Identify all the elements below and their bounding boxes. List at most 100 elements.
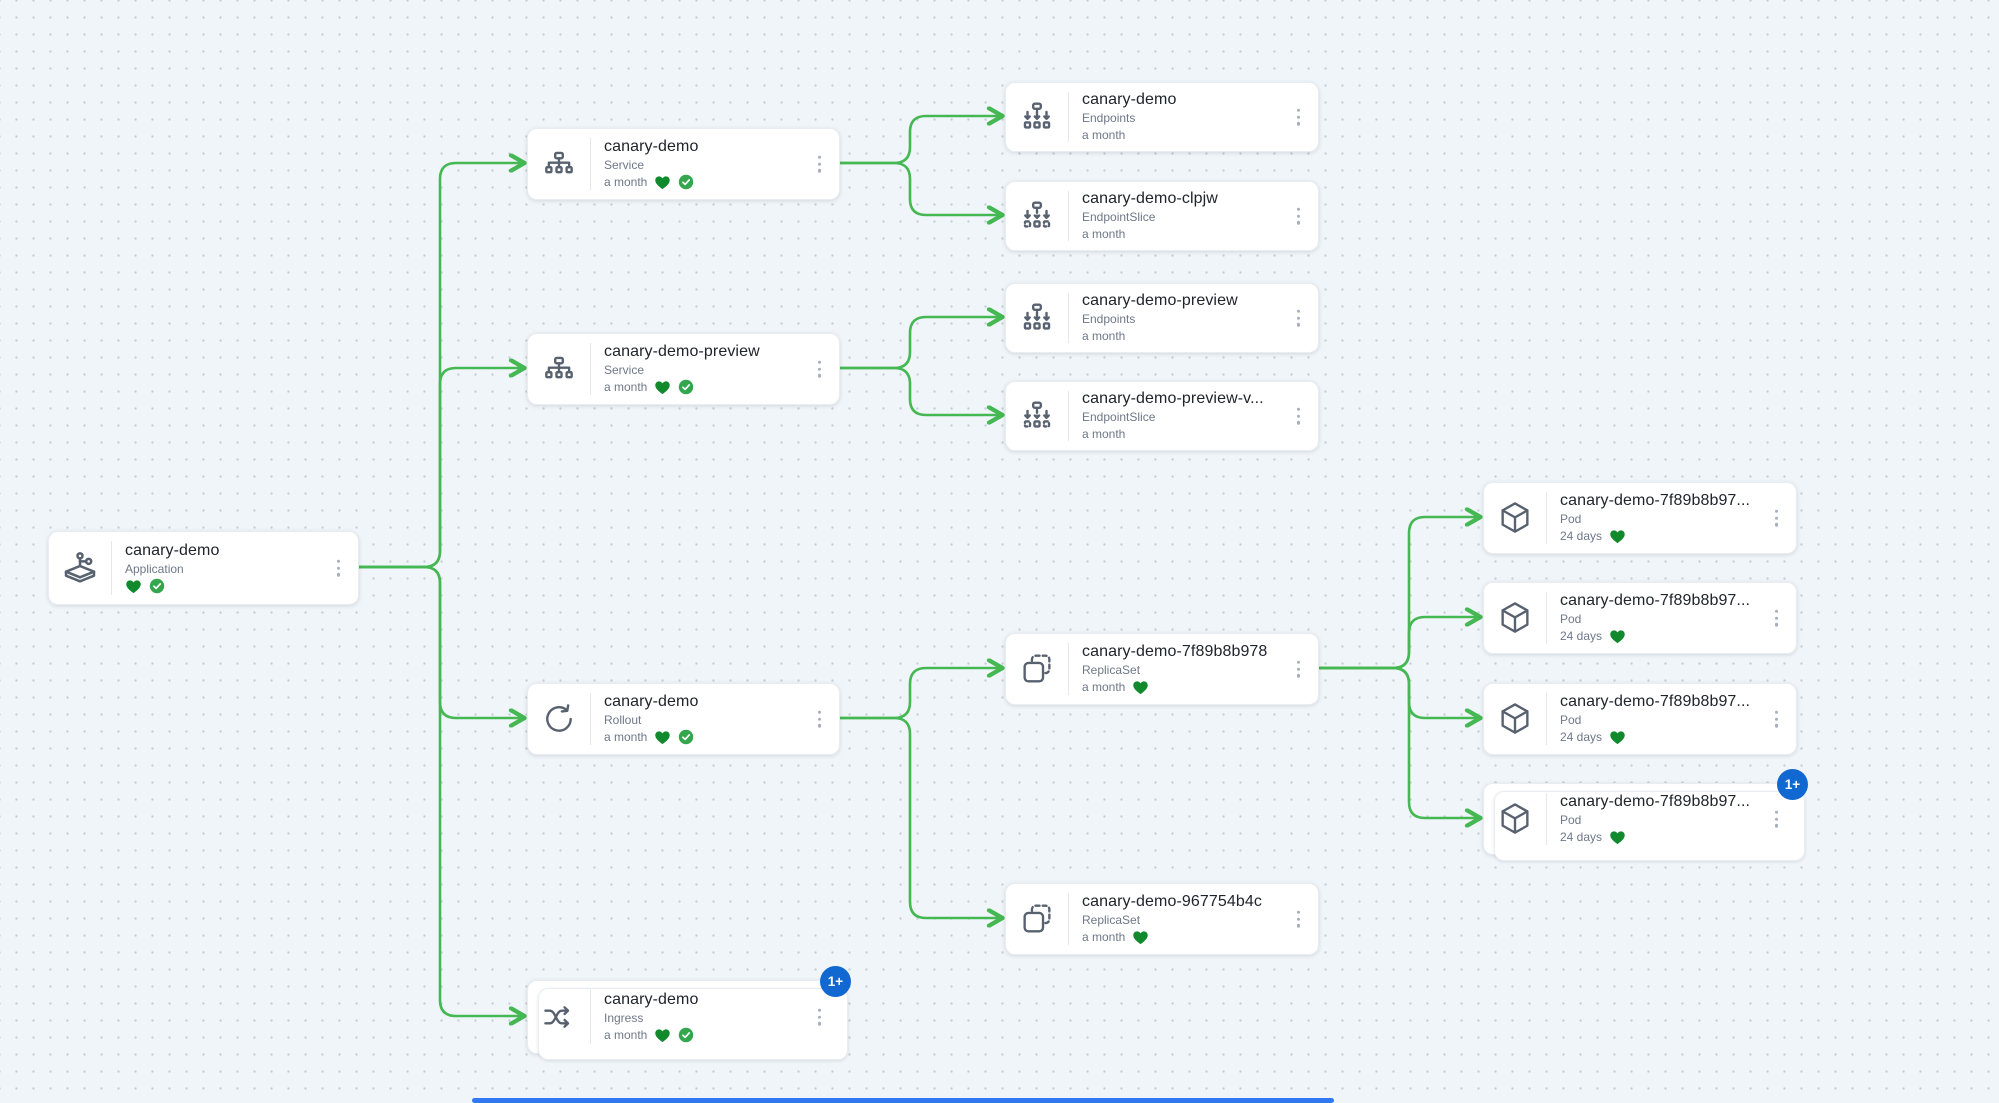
- node-menu-button[interactable]: [813, 1004, 826, 1031]
- node-menu-button[interactable]: [813, 706, 826, 733]
- pod-icon: [1484, 800, 1546, 838]
- divider: [1068, 643, 1069, 695]
- node-endpoints-canary-demo-preview[interactable]: canary-demo-preview Endpoints a month: [1005, 283, 1319, 353]
- node-title: canary-demo-clpjw: [1082, 189, 1218, 207]
- node-title: canary-demo-preview: [604, 342, 760, 360]
- divider: [1068, 191, 1069, 241]
- synced-check-icon: [678, 379, 694, 395]
- divider: [111, 541, 112, 595]
- node-kind: Application: [125, 561, 184, 576]
- node-pod-1[interactable]: canary-demo-7f89b8b97... Pod 24 days: [1483, 482, 1797, 554]
- node-age: a month: [1082, 329, 1126, 343]
- more-items-badge[interactable]: 1+: [1777, 769, 1808, 800]
- node-age: a month: [1082, 128, 1126, 142]
- node-kind: ReplicaSet: [1082, 662, 1141, 677]
- node-menu-button[interactable]: [1292, 104, 1305, 131]
- divider: [1068, 893, 1069, 945]
- healthy-heart-icon: [654, 1027, 671, 1043]
- endpointslice-icon: [1006, 197, 1068, 235]
- node-kind: Pod: [1560, 611, 1582, 626]
- node-menu-button[interactable]: [1770, 806, 1783, 833]
- node-body: canary-demo-7f89b8b97... Pod 24 days: [1547, 592, 1750, 645]
- node-ingress-canary-demo[interactable]: canary-demo Ingress a month 1+: [527, 966, 851, 1060]
- node-title: canary-demo-preview: [1082, 291, 1238, 309]
- horizontal-scrollbar-thumb[interactable]: [472, 1098, 1334, 1103]
- node-meta: 24 days: [1560, 829, 1750, 846]
- node-title: canary-demo-967754b4c: [1082, 892, 1262, 910]
- node-service-canary-demo-preview[interactable]: canary-demo-preview Service a month: [527, 333, 840, 405]
- node-kind: ReplicaSet: [1082, 912, 1141, 927]
- node-service-canary-demo[interactable]: canary-demo Service a month: [527, 128, 840, 200]
- node-menu-button[interactable]: [1292, 906, 1305, 933]
- node-menu-button[interactable]: [813, 356, 826, 383]
- node-body: canary-demo-7f89b8b97... Pod 24 days: [1547, 693, 1750, 746]
- node-menu-button[interactable]: [1770, 605, 1783, 632]
- replicaset-icon: [1006, 900, 1068, 938]
- node-kind: Endpoints: [1082, 311, 1136, 326]
- node-body: canary-demo Rollout a month: [591, 693, 698, 746]
- node-menu-button[interactable]: [813, 151, 826, 178]
- node-menu-button[interactable]: [1292, 203, 1305, 230]
- endpointslice-icon: [1006, 397, 1068, 435]
- divider: [590, 138, 591, 190]
- node-age: a month: [604, 1028, 648, 1042]
- more-items-badge[interactable]: 1+: [820, 966, 851, 997]
- healthy-heart-icon: [654, 379, 671, 395]
- healthy-heart-icon: [1609, 829, 1626, 845]
- healthy-heart-icon: [654, 174, 671, 190]
- node-title: canary-demo: [604, 692, 699, 710]
- node-menu-button[interactable]: [1292, 305, 1305, 332]
- node-age: 24 days: [1560, 830, 1603, 844]
- node-menu-button[interactable]: [1292, 656, 1305, 683]
- node-endpointslice-canary-demo-clpjw[interactable]: canary-demo-clpjw EndpointSlice a month: [1005, 181, 1319, 251]
- node-rollout-canary-demo[interactable]: canary-demo Rollout a month: [527, 683, 840, 755]
- divider: [1068, 92, 1069, 142]
- node-age: a month: [604, 380, 648, 394]
- node-replicaset-canary-demo-967754b4c[interactable]: canary-demo-967754b4c ReplicaSet a month: [1005, 883, 1319, 955]
- endpoints-icon: [1006, 299, 1068, 337]
- divider: [1068, 293, 1069, 343]
- node-pod-2[interactable]: canary-demo-7f89b8b97... Pod 24 days: [1483, 582, 1797, 654]
- divider: [1068, 391, 1069, 441]
- synced-check-icon: [678, 174, 694, 190]
- node-meta: 24 days: [1560, 729, 1750, 746]
- node-title: canary-demo-preview-v...: [1082, 389, 1264, 407]
- node-body: canary-demo Endpoints a month: [1069, 91, 1176, 144]
- node-application[interactable]: canary-demo Application: [48, 531, 359, 605]
- node-body: canary-demo-7f89b8b97... Pod 24 days: [1547, 793, 1750, 846]
- node-endpoints-canary-demo[interactable]: canary-demo Endpoints a month: [1005, 82, 1319, 152]
- node-pod-4[interactable]: canary-demo-7f89b8b97... Pod 24 days 1+: [1483, 769, 1808, 861]
- node-title: canary-demo-7f89b8b97...: [1560, 792, 1751, 810]
- node-title: canary-demo-7f89b8b97...: [1560, 491, 1751, 509]
- node-title: canary-demo-7f89b8b97...: [1560, 692, 1751, 710]
- healthy-heart-icon: [1609, 628, 1626, 644]
- application-icon: [49, 548, 111, 588]
- node-menu-button[interactable]: [1770, 505, 1783, 532]
- node-body: canary-demo-preview Service a month: [591, 343, 760, 396]
- node-body: canary-demo-7f89b8b97... Pod 24 days: [1547, 492, 1750, 545]
- rollout-icon: [528, 700, 590, 738]
- node-age: a month: [1082, 680, 1126, 694]
- node-title: canary-demo-7f89b8b97...: [1560, 591, 1751, 609]
- node-menu-button[interactable]: [1770, 706, 1783, 733]
- node-age: 24 days: [1560, 629, 1603, 643]
- node-endpointslice-canary-demo-preview[interactable]: canary-demo-preview-v... EndpointSlice a…: [1005, 381, 1319, 451]
- node-menu-button[interactable]: [1292, 403, 1305, 430]
- node-meta: 24 days: [1560, 528, 1750, 545]
- node-kind: Service: [604, 362, 645, 377]
- node-age: a month: [604, 730, 648, 744]
- node-meta: [125, 578, 219, 595]
- service-icon: [528, 145, 590, 183]
- node-kind: EndpointSlice: [1082, 409, 1156, 424]
- node-body: canary-demo Service a month: [591, 138, 698, 191]
- node-age: a month: [1082, 227, 1126, 241]
- node-pod-3[interactable]: canary-demo-7f89b8b97... Pod 24 days: [1483, 683, 1797, 755]
- healthy-heart-icon: [125, 578, 142, 594]
- node-kind: EndpointSlice: [1082, 209, 1156, 224]
- pod-icon: [1484, 599, 1546, 637]
- node-age: a month: [1082, 930, 1126, 944]
- node-replicaset-canary-demo-7f89b8b978[interactable]: canary-demo-7f89b8b978 ReplicaSet a mont…: [1005, 633, 1319, 705]
- divider: [1546, 492, 1547, 544]
- node-menu-button[interactable]: [332, 555, 345, 582]
